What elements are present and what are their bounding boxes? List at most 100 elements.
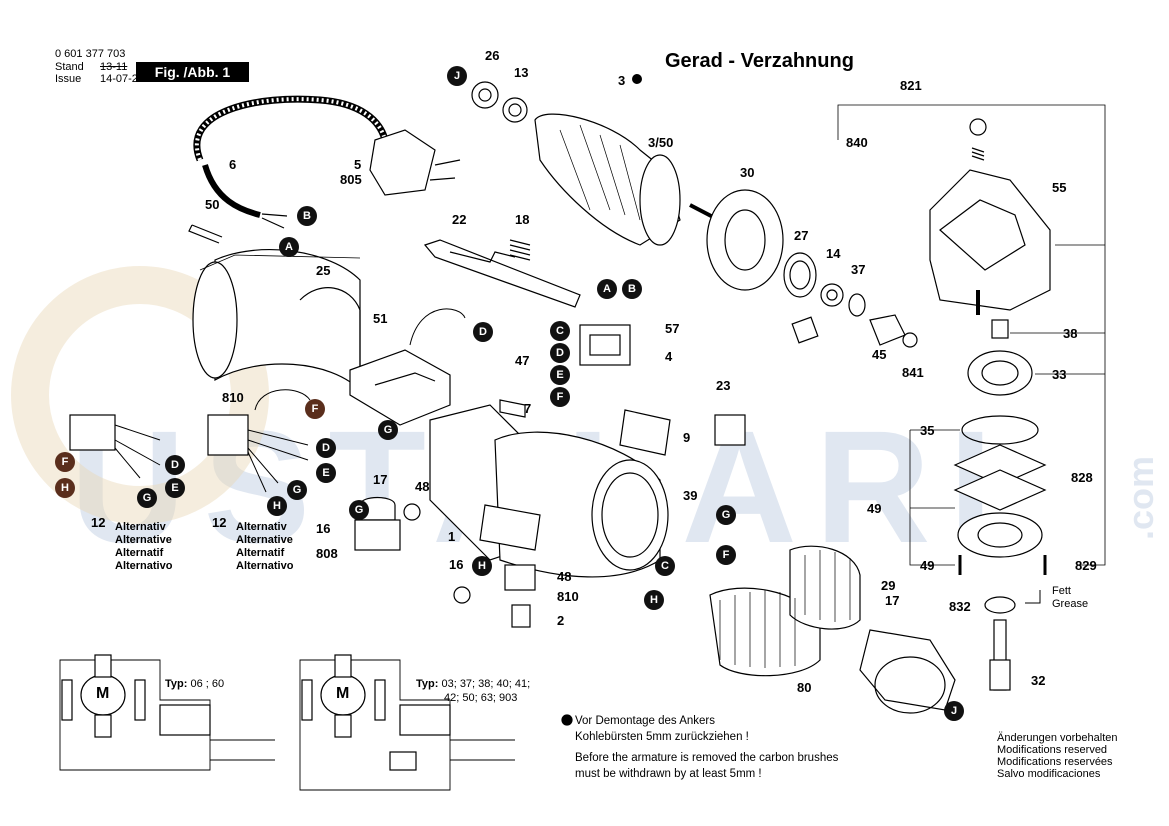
part-label: 55 bbox=[1052, 180, 1067, 195]
note-de-line2: Kohlebürsten 5mm zurückziehen ! bbox=[575, 731, 749, 743]
part-label: 16 bbox=[449, 557, 464, 572]
connector-marker-c: C bbox=[655, 556, 675, 576]
connector-marker-h: H bbox=[472, 556, 492, 576]
part-label: 821 bbox=[900, 78, 922, 93]
part-number: 0 601 377 703 bbox=[55, 48, 126, 60]
modifications-fr: Modifications reservées bbox=[997, 756, 1113, 768]
issue-value: 14-07-22 bbox=[100, 73, 145, 85]
part-label: 13 bbox=[514, 65, 529, 80]
part-label: 16 bbox=[316, 521, 331, 536]
part-label: 22 bbox=[452, 212, 467, 227]
connector-marker-d: D bbox=[316, 438, 336, 458]
part-label: 23 bbox=[716, 378, 731, 393]
part-label: 37 bbox=[851, 262, 866, 277]
connector-marker-f: F bbox=[716, 545, 736, 565]
part-label: 805 bbox=[340, 172, 362, 187]
part-label: 48 bbox=[557, 569, 572, 584]
part-label: 6 bbox=[229, 157, 237, 172]
connector-marker-e: E bbox=[550, 365, 570, 385]
type-values: 03; 37; 38; 40; 41; bbox=[441, 678, 531, 690]
part-label: 32 bbox=[1031, 673, 1046, 688]
figure-label: Fig. /Abb. 1 bbox=[136, 62, 249, 82]
alternative-label: Alternativ bbox=[236, 521, 287, 533]
connector-marker-d: D bbox=[550, 343, 570, 363]
connector-marker-h: H bbox=[55, 478, 75, 498]
part-label: 17 bbox=[885, 593, 900, 608]
modifications-en: Modifications reserved bbox=[997, 744, 1108, 756]
part-label: 48 bbox=[415, 479, 430, 494]
type-prefix: Typ: bbox=[416, 678, 439, 690]
part-label: 3/50 bbox=[648, 135, 674, 150]
part-label: 47 bbox=[515, 353, 530, 368]
stand-label: Stand bbox=[55, 61, 84, 73]
part-label: 5 bbox=[354, 157, 362, 172]
part-label: 12 bbox=[91, 515, 106, 530]
part-label: 9 bbox=[683, 430, 691, 445]
page-title: Gerad - Verzahnung bbox=[665, 50, 854, 72]
part-label: 12 bbox=[212, 515, 227, 530]
connector-marker-d: D bbox=[165, 455, 185, 475]
alternative-label: Alternativo bbox=[115, 560, 173, 572]
connector-marker-f: F bbox=[305, 399, 325, 419]
motor-symbol-label: M bbox=[336, 685, 350, 702]
part-label: 51 bbox=[373, 311, 388, 326]
alternative-label: Alternativ bbox=[115, 521, 166, 533]
part-label: 45 bbox=[872, 347, 887, 362]
connector-marker-j: J bbox=[944, 701, 964, 721]
stand-value: 13-11 bbox=[100, 61, 128, 73]
part-label: 26 bbox=[485, 48, 500, 63]
connector-marker-g: G bbox=[378, 420, 398, 440]
part-label: 832 bbox=[949, 599, 971, 614]
connector-marker-j: J bbox=[447, 66, 467, 86]
connector-marker-g: G bbox=[137, 488, 157, 508]
alternative-label: Alternative bbox=[236, 534, 293, 546]
connector-marker-g: G bbox=[349, 500, 369, 520]
type-values: 06 ; 60 bbox=[190, 678, 225, 690]
connector-marker-h: H bbox=[644, 590, 664, 610]
part-label: 4 bbox=[665, 349, 673, 364]
connector-marker-d: D bbox=[473, 322, 493, 342]
alternative-label: Alternatif bbox=[115, 547, 164, 559]
note-de-line1: Vor Demontage des Ankers bbox=[575, 715, 715, 727]
note-en-line2: must be withdrawn by at least 5mm ! bbox=[575, 768, 762, 780]
part-label: 3 bbox=[618, 73, 626, 88]
type-prefix: Typ: bbox=[165, 678, 188, 690]
part-label: 30 bbox=[740, 165, 755, 180]
grease-label-de: Fett bbox=[1052, 585, 1071, 597]
part-label: 33 bbox=[1052, 367, 1067, 382]
connector-marker-g: G bbox=[287, 480, 307, 500]
part-label: 14 bbox=[826, 246, 841, 261]
part-label: 810 bbox=[222, 390, 244, 405]
issue-label: Issue bbox=[55, 73, 82, 85]
type-label: Typ: 06 ; 60 bbox=[165, 677, 224, 691]
part-label: 29 bbox=[881, 578, 896, 593]
armature-note-dot bbox=[632, 74, 642, 84]
part-label: 810 bbox=[557, 589, 579, 604]
connector-marker-f: F bbox=[55, 452, 75, 472]
part-label: 840 bbox=[846, 135, 868, 150]
part-label: 80 bbox=[797, 680, 812, 695]
connector-marker-a: A bbox=[279, 237, 299, 257]
part-label: 808 bbox=[316, 546, 338, 561]
part-label: 49 bbox=[920, 558, 935, 573]
part-label: 2 bbox=[557, 613, 565, 628]
type-label: Typ: 03; 37; 38; 40; 41; bbox=[416, 677, 530, 691]
connector-marker-c: C bbox=[550, 321, 570, 341]
grease-label-en: Grease bbox=[1052, 598, 1089, 610]
alternative-label: Alternativo bbox=[236, 560, 294, 572]
part-label: 829 bbox=[1075, 558, 1097, 573]
part-label: 1 bbox=[448, 529, 456, 544]
part-label: 841 bbox=[902, 365, 924, 380]
part-label: 35 bbox=[920, 423, 935, 438]
part-label: 17 bbox=[373, 472, 388, 487]
connector-marker-e: E bbox=[316, 463, 336, 483]
connector-marker-b: B bbox=[297, 206, 317, 226]
part-label: 50 bbox=[205, 197, 220, 212]
note-en-line1: Before the armature is removed the carbo… bbox=[575, 752, 839, 764]
alternative-label: Alternative bbox=[115, 534, 172, 546]
modifications-de: Änderungen vorbehalten bbox=[997, 732, 1118, 744]
motor-symbol-label: M bbox=[96, 685, 110, 702]
part-label: 18 bbox=[515, 212, 530, 227]
connector-marker-b: B bbox=[622, 279, 642, 299]
